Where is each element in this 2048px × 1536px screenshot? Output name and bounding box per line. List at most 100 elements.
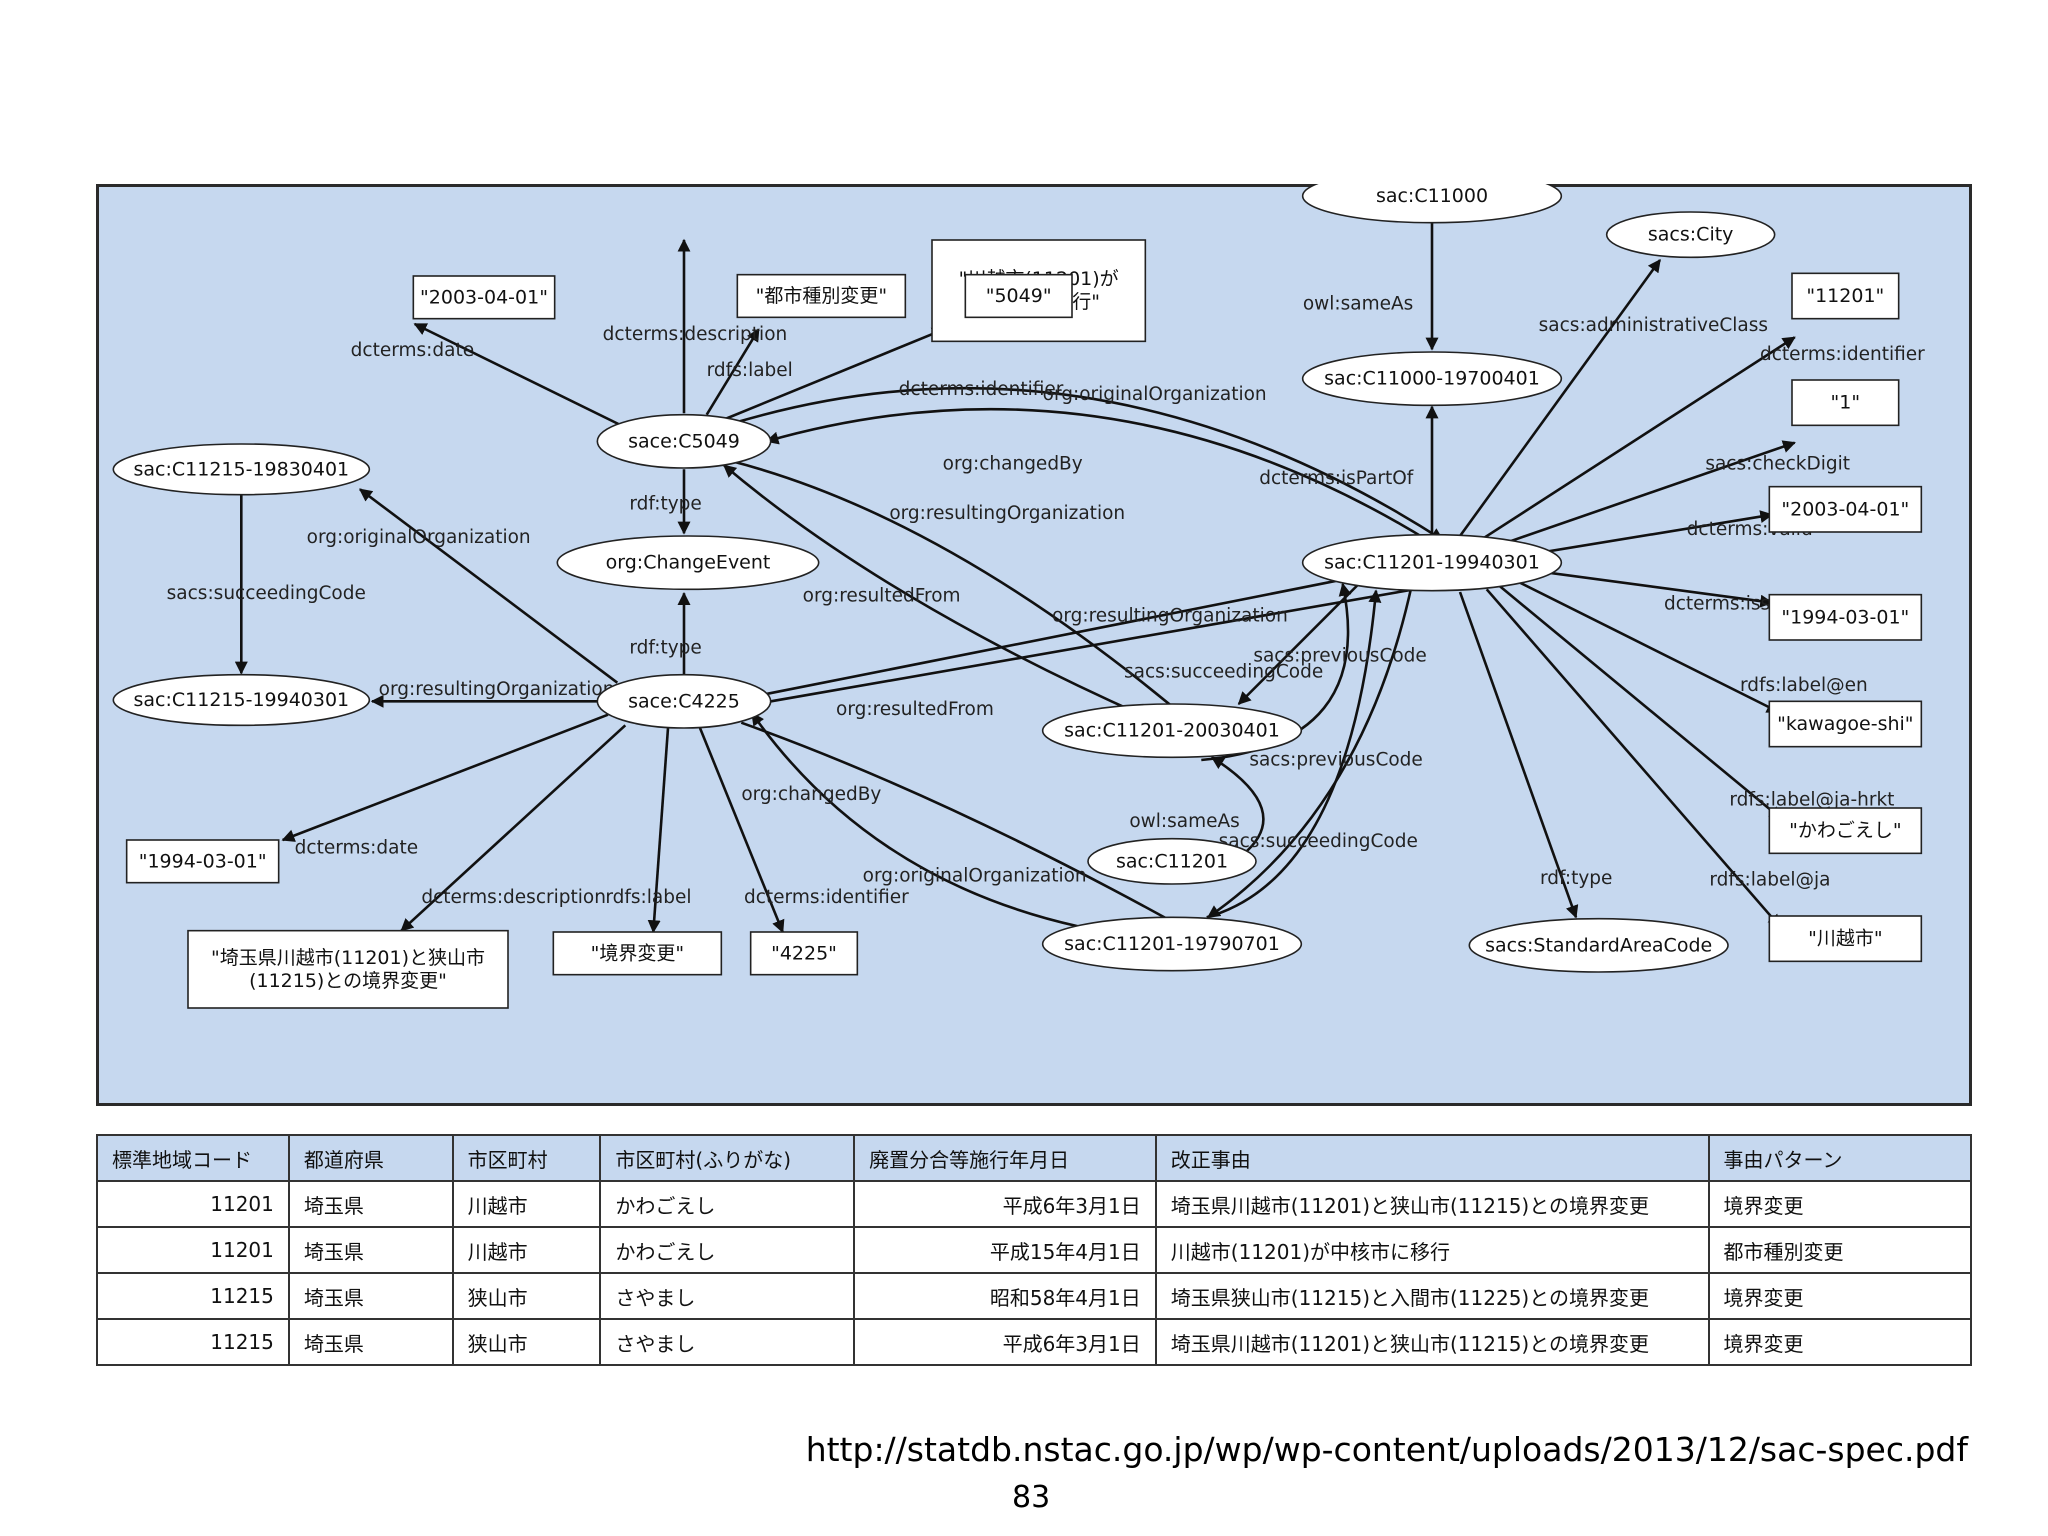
table-cell: 昭和58年4月1日 — [853, 1272, 1157, 1320]
node-label: "1" — [1831, 392, 1861, 414]
node-label: "1994-03-01" — [1781, 606, 1909, 628]
literal-node: "1" — [1791, 379, 1900, 427]
node-label: sac:C11201-20030401 — [1064, 720, 1280, 742]
table-cell: 埼玉県川越市(11201)と狭山市(11215)との境界変更 — [1154, 1180, 1710, 1228]
edge-arrow — [762, 557, 1436, 696]
edge-label: dcterms:description — [603, 324, 788, 345]
edge-label: dcterms:date — [351, 340, 474, 361]
table-row: 11215 埼玉県 狭山市 さやまし 平成6年3月1日 埼玉県川越市(11201… — [96, 1318, 1973, 1366]
node-ellipse — [596, 413, 772, 469]
table-header-cell: 事由パターン — [1707, 1134, 1973, 1182]
table-header-cell: 廃置分合等施行年月日 — [853, 1134, 1157, 1182]
literal-node: "埼玉県川越市(11201)と狭山市(11215)との境界変更" — [187, 929, 509, 1009]
edge-label: rdf:type — [1540, 868, 1612, 889]
node-label: "2003-04-01" — [420, 286, 548, 308]
node-label: "都市種別変更" — [756, 285, 887, 307]
node-ellipse — [556, 535, 820, 591]
resource-node: sac:C11201 — [1087, 837, 1257, 885]
literal-node: "11201" — [1791, 272, 1900, 320]
sac-table: 標準地域コード 都道府県 市区町村 市区町村(ふりがな) 廃置分合等施行年月日 … — [96, 1134, 1973, 1366]
edge-arrow — [705, 328, 760, 416]
node-rect — [187, 929, 509, 1009]
edge-label: org:resultingOrganization — [379, 679, 615, 700]
table-cell: さやまし — [599, 1272, 856, 1320]
edge-label: org:changedBy — [741, 784, 881, 805]
table-cell: 11215 — [96, 1318, 290, 1366]
page-number: 83 — [1012, 1480, 1051, 1515]
edge-label: rdfs:label@ja — [1709, 870, 1830, 891]
node-ellipse — [1301, 351, 1563, 407]
edge-arrow — [765, 407, 1430, 543]
edge-label: sacs:succeedingCode — [1219, 831, 1418, 852]
edge-label: dcterms:isPartOf — [1259, 468, 1414, 489]
table-cell: 川越市 — [451, 1180, 602, 1228]
table-cell: 狭山市 — [451, 1318, 602, 1366]
table-cell: 埼玉県 — [287, 1226, 454, 1274]
node-label: "2003-04-01" — [1781, 498, 1909, 520]
edge-label: sacs:previousCode — [1253, 646, 1426, 667]
edge-arrow — [740, 721, 1195, 935]
edge-label: rdfs:label@en — [1740, 675, 1868, 696]
node-ellipse — [1468, 917, 1729, 973]
edge-arrow — [723, 464, 1188, 736]
literal-node: "2003-04-01" — [1768, 485, 1923, 533]
edge-label: rdfs:label@ja-hrkt — [1729, 790, 1894, 811]
resource-node: sacs:StandardAreaCode — [1468, 917, 1729, 973]
edge-arrow — [1498, 440, 1796, 547]
edge-arrow — [1522, 568, 1774, 608]
resource-node: org:ChangeEvent — [556, 535, 820, 591]
edge-label: org:resultingOrganization — [1052, 606, 1288, 627]
edge-arrow — [1497, 584, 1783, 820]
edge-label: sacs:checkDigit — [1705, 454, 1850, 475]
node-label: (11215)との境界変更" — [249, 970, 447, 992]
literal-node: "2003-04-01" — [412, 275, 556, 320]
table-cell: 埼玉県狭山市(11215)と入間市(11225)との境界変更 — [1154, 1272, 1710, 1320]
resource-node: sac:C11000-19700401 — [1301, 351, 1563, 407]
table-cell: 埼玉県 — [287, 1318, 454, 1366]
table-cell: 境界変更 — [1707, 1318, 1973, 1366]
node-ellipse — [1301, 533, 1563, 592]
edge-arrow — [1210, 756, 1265, 856]
table-cell: 平成6年3月1日 — [853, 1318, 1157, 1366]
rdf-graph: dcterms:description dcterms:date rdfs:labe… — [112, 184, 1925, 1009]
node-label: sac:C11215-19830401 — [133, 458, 349, 480]
edge-label: org:originalOrganization — [1043, 384, 1267, 405]
node-ellipse — [596, 673, 772, 729]
table-cell: 境界変更 — [1707, 1180, 1973, 1228]
literal-node: "5049" — [964, 273, 1073, 319]
node-label: sace:C5049 — [628, 430, 740, 452]
table-cell: かわごえし — [599, 1226, 856, 1274]
source-url[interactable]: http://statdb.nstac.go.jp/wp/wp-content/… — [805, 1430, 1968, 1469]
edge-arrow — [739, 386, 1444, 542]
node-label: "1994-03-01" — [139, 850, 267, 872]
node-label: sac:C11201-19940301 — [1324, 552, 1540, 574]
node-ellipse — [1041, 916, 1303, 972]
table-cell: 都市種別変更 — [1707, 1226, 1973, 1274]
table-cell: 境界変更 — [1707, 1272, 1973, 1320]
edge-arrow — [1481, 336, 1796, 540]
node-ellipse — [112, 443, 371, 496]
literal-node: "かわごえし" — [1768, 807, 1923, 855]
node-ellipse — [1041, 703, 1303, 759]
edge-arrow — [722, 327, 946, 422]
edge-arrow — [1458, 258, 1662, 537]
edge-label: dcterms:date — [295, 838, 418, 859]
edge-arrow — [647, 727, 670, 934]
node-label: sac:C11000 — [1376, 185, 1488, 207]
table-cell: 11215 — [96, 1272, 290, 1320]
edge-arrow — [1237, 579, 1364, 705]
table-cell: 平成6年3月1日 — [853, 1180, 1157, 1228]
node-label: sac:C11201 — [1116, 850, 1228, 872]
edge-label: dcterms:identifier — [899, 379, 1064, 400]
table-cell: 川越市 — [451, 1226, 602, 1274]
node-label: "かわごえし" — [1789, 820, 1901, 842]
edge-label: rdf:type — [629, 638, 701, 659]
node-rect — [125, 839, 280, 884]
edge-arrow — [1485, 588, 1781, 928]
node-label: "川越市" — [1808, 928, 1882, 950]
node-rect — [412, 275, 556, 320]
node-label: sac:C11000-19700401 — [1324, 368, 1540, 390]
node-rect — [1768, 700, 1923, 748]
node-ellipse — [1605, 211, 1776, 259]
edge-label: org:resultedFrom — [836, 699, 994, 720]
